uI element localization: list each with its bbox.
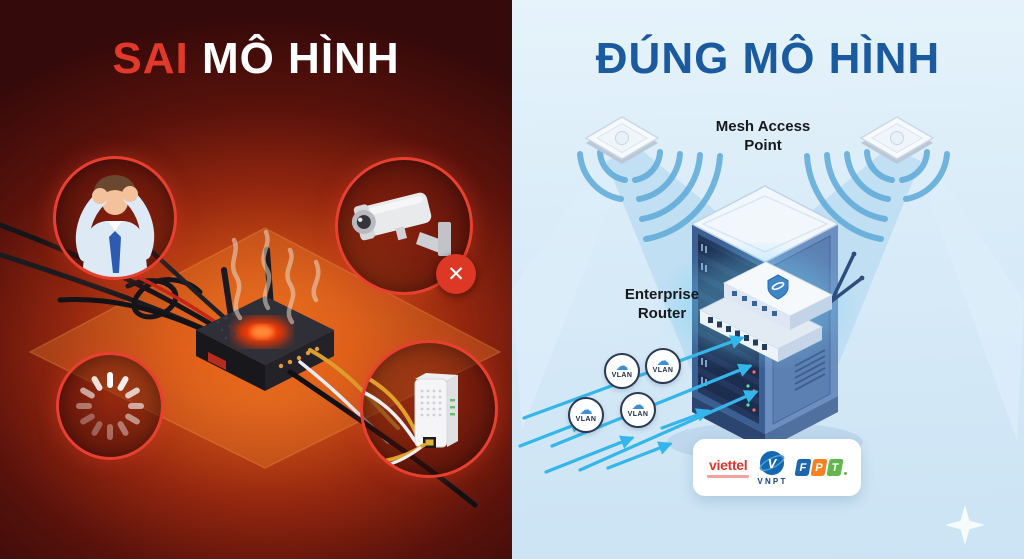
error-x-badge: ✕ [436, 254, 476, 294]
loading-spinner-icon [59, 355, 161, 457]
vlan-badge-label: VLAN [611, 371, 633, 379]
viettel-tagline [707, 475, 750, 478]
wrong-title-highlight: SAI [112, 34, 189, 83]
vlan-badge: ☁ VLAN [568, 397, 604, 433]
vnpt-logo: V VNPT [757, 450, 787, 486]
wrong-model-panel: SAI MÔ HÌNH [0, 0, 512, 559]
fpt-dot [843, 472, 847, 475]
vlan-badge: ☁ VLAN [604, 353, 640, 389]
viettel-logo: viettel [707, 457, 750, 478]
heat-smoke-illustration [230, 229, 321, 325]
mesh-ap-left-illustration [584, 116, 660, 164]
wifi-waves-right [804, 149, 950, 242]
wrong-model-title: SAI MÔ HÌNH [0, 34, 512, 84]
vlan-badge: ☁ VLAN [620, 392, 656, 428]
wifi-waves-left [577, 149, 723, 242]
fpt-letter-t: T [826, 459, 844, 476]
fpt-letter-p: P [810, 459, 828, 476]
correct-model-illustration [512, 116, 1024, 474]
viettel-wordmark: viettel [709, 457, 748, 474]
enterprise-router-label: Enterprise Router [624, 286, 700, 322]
cloud-icon: ☁ [615, 358, 629, 374]
fpt-logo: F P T [794, 459, 847, 476]
wrong-title-rest: MÔ HÌNH [188, 34, 400, 83]
wall-access-point-icon [363, 373, 458, 469]
fpt-letter-f: F [794, 459, 812, 476]
error-x-icon: ✕ [447, 262, 465, 286]
vnpt-globe-icon: V [760, 450, 785, 475]
cloud-icon: ☁ [579, 402, 593, 418]
shield-logo-icon [767, 274, 789, 300]
isp-logos-card: viettel V VNPT F P T [693, 439, 861, 496]
correct-model-panel: ĐÚNG MÔ HÌNH Mesh Access Point Enterpris… [512, 0, 1024, 559]
vlan-badge-label: VLAN [575, 415, 597, 423]
enterprise-router-illustration [675, 251, 865, 362]
stressed-user-circle [53, 156, 177, 280]
cloud-icon: ☁ [656, 353, 670, 369]
loading-spinner-circle [56, 352, 164, 460]
stressed-user-icon [75, 175, 155, 277]
correct-model-title: ĐÚNG MÔ HÌNH [595, 34, 941, 83]
vlan-badge-label: VLAN [627, 410, 649, 418]
cloud-icon: ☁ [631, 397, 645, 413]
cctv-camera-icon [351, 192, 451, 256]
vnpt-wordmark: VNPT [757, 476, 788, 486]
mesh-ap-right-illustration [859, 116, 935, 164]
cctv-camera-circle: ✕ [335, 157, 476, 295]
vlan-badge: ☁ VLAN [645, 348, 681, 384]
wall-access-point-circle [360, 340, 498, 478]
mesh-access-point-label: Mesh Access Point [715, 118, 811, 154]
vlan-badge-label: VLAN [652, 366, 674, 374]
vnpt-monogram: V [768, 456, 778, 471]
